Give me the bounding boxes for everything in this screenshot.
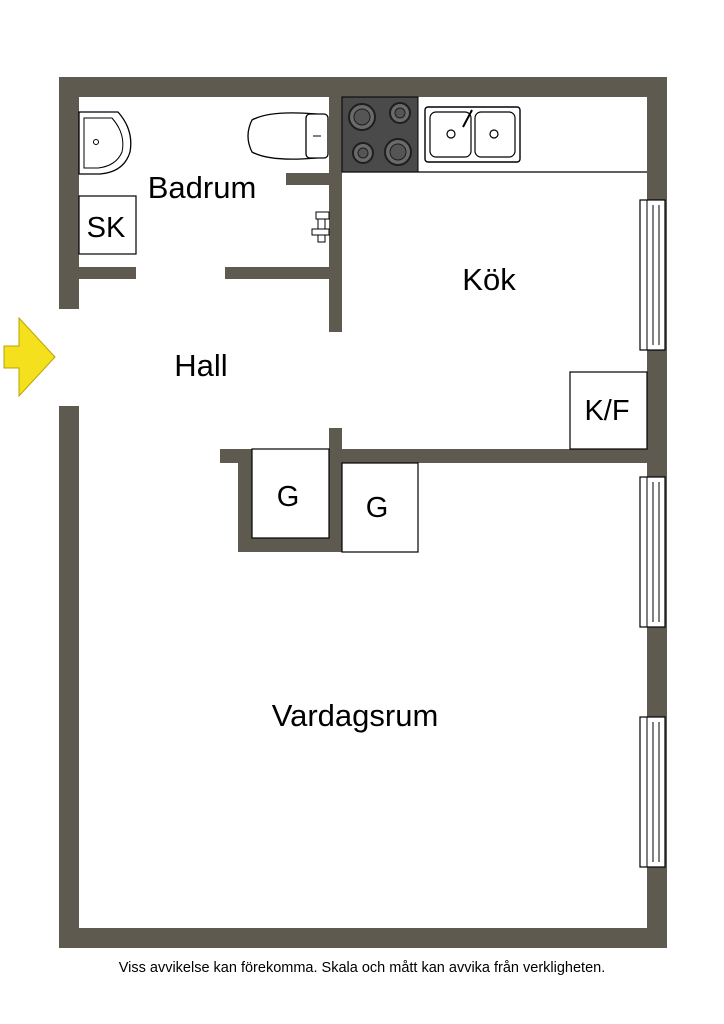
- window-vardagsrum-2: [639, 716, 666, 868]
- fixture-label-sk: SK: [87, 212, 126, 244]
- fixture-boxes: [78, 195, 648, 553]
- fixture-label-g1: G: [277, 481, 300, 513]
- room-labels: Badrum Kök Hall Vardagsrum: [148, 170, 516, 733]
- kf-box: [569, 371, 648, 450]
- outer-walls: [59, 77, 667, 948]
- room-label-badrum: Badrum: [148, 170, 257, 205]
- g1-box: [251, 448, 330, 539]
- fixture-labels: SK K/F G G: [87, 212, 630, 524]
- entrance-arrow-icon: [3, 316, 56, 398]
- g2-box: [341, 462, 419, 553]
- disclaimer-text: Viss avvikelse kan förekomma. Skala och …: [118, 960, 606, 976]
- faucet-icon: [311, 211, 330, 243]
- stove-icon: [341, 96, 419, 173]
- interior-walls: [79, 97, 667, 552]
- window-kok: [639, 199, 666, 351]
- sink-icon: [424, 106, 521, 163]
- room-label-kok: Kök: [462, 262, 516, 297]
- toilet-icon: [247, 112, 329, 160]
- window-vardagsrum-1: [639, 476, 666, 628]
- sk-box: [78, 195, 137, 255]
- room-label-vardagsrum: Vardagsrum: [272, 698, 439, 733]
- windows: [639, 199, 666, 868]
- washbasin-icon: [78, 111, 132, 175]
- room-label-hall: Hall: [174, 348, 227, 383]
- fixture-label-kf: K/F: [584, 395, 629, 427]
- fixture-label-g2: G: [366, 492, 389, 524]
